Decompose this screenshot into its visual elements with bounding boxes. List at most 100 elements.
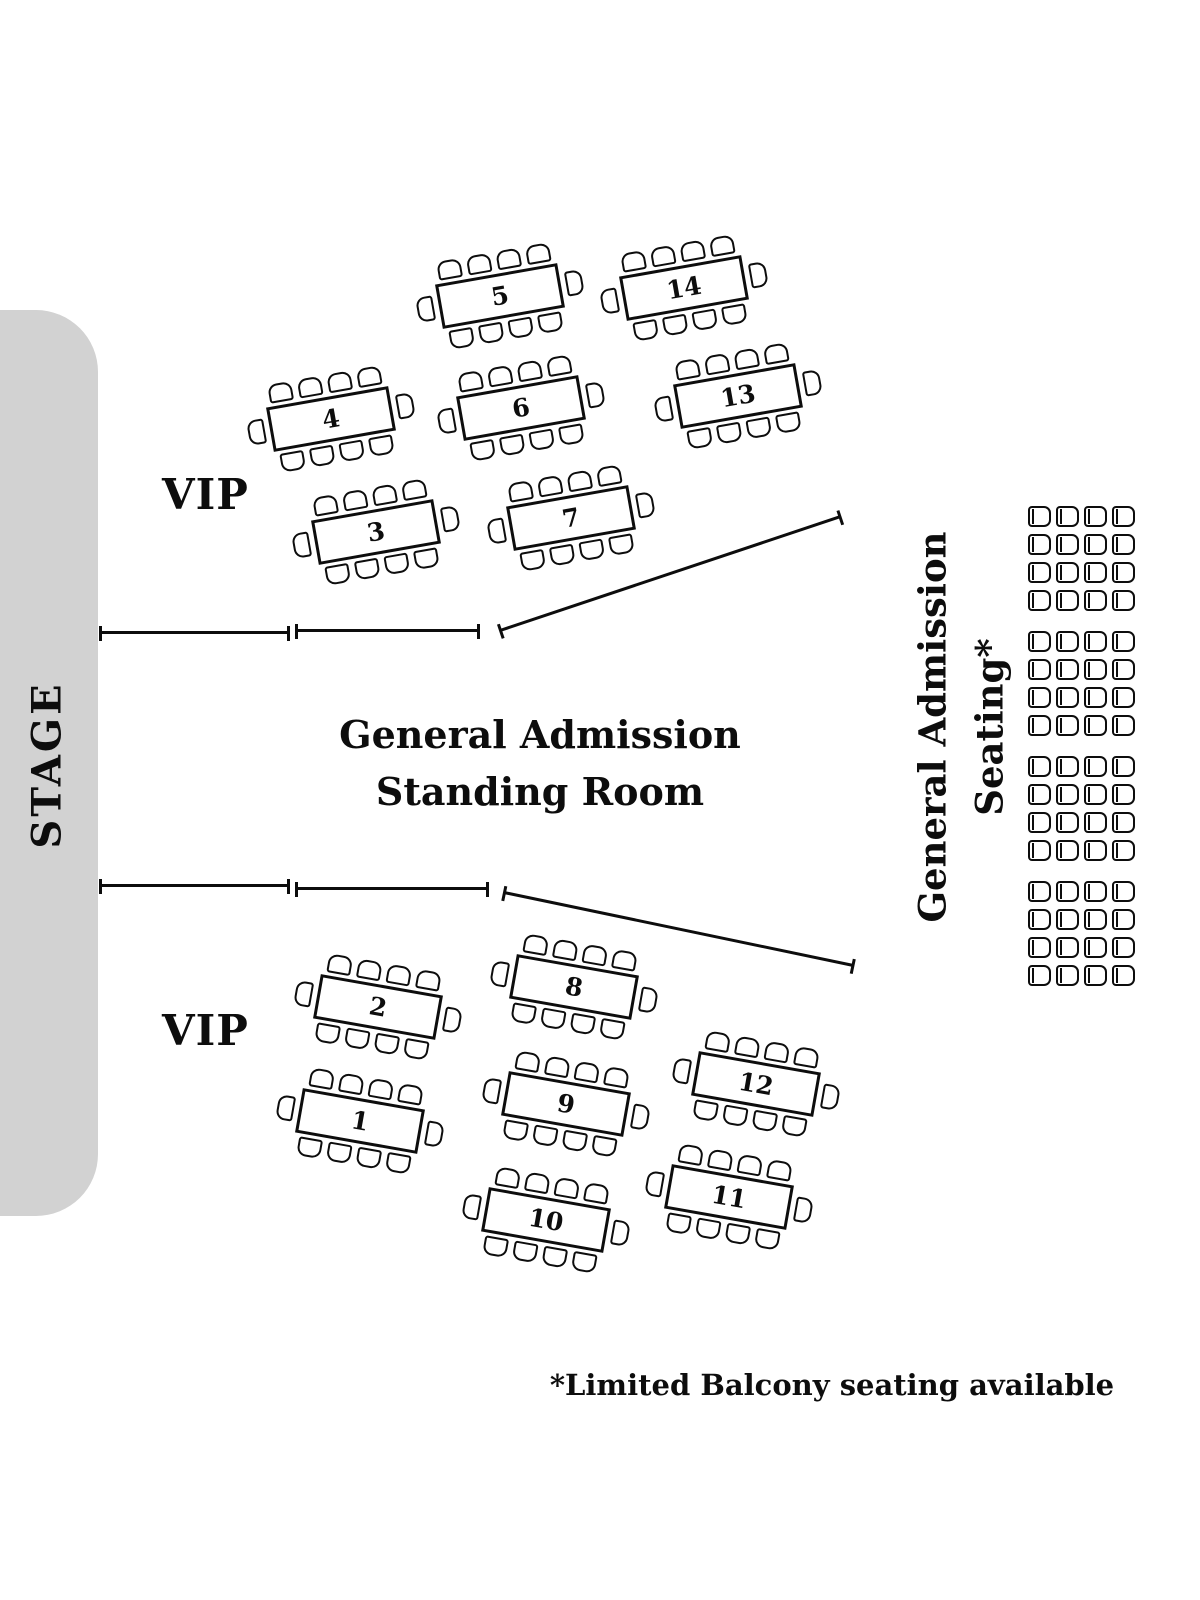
chair-icon <box>674 357 702 381</box>
chair-icon <box>402 1037 430 1061</box>
chair-icon <box>531 1124 559 1148</box>
chair-icon <box>371 483 399 507</box>
chair-icon <box>653 395 675 423</box>
chair-icon <box>477 321 505 345</box>
chair-icon <box>384 1151 412 1175</box>
chair-icon <box>665 1212 693 1236</box>
chair-icon <box>1056 937 1079 958</box>
chair-icon <box>481 1077 503 1105</box>
chair-icon <box>747 261 769 289</box>
chair-icon <box>539 1007 567 1031</box>
chair-icon <box>566 469 594 493</box>
chair-icon <box>733 1035 761 1059</box>
chair-icon <box>482 1235 510 1259</box>
chair-icon <box>1084 909 1107 930</box>
chair-icon <box>441 1006 463 1034</box>
chair-icon <box>296 1136 324 1160</box>
chair-icon <box>637 986 659 1014</box>
chair-icon <box>1028 840 1051 861</box>
chair-icon <box>563 269 585 297</box>
chair-icon <box>724 1222 752 1246</box>
table-1: 1 <box>270 1063 451 1180</box>
chair-icon <box>763 1040 791 1064</box>
chair-icon <box>548 543 576 567</box>
ga-seat-row <box>1028 812 1135 833</box>
chair-icon <box>519 548 547 572</box>
ga-seat-row <box>1028 965 1135 986</box>
chair-icon <box>708 234 736 258</box>
table-13: 13 <box>648 338 829 455</box>
chair-icon <box>671 1057 693 1085</box>
vip-bottom-label: VIP <box>162 1006 249 1055</box>
chair-icon <box>326 953 354 977</box>
chair-icon <box>324 562 352 586</box>
chair-icon <box>396 1082 424 1106</box>
chair-icon <box>1112 812 1135 833</box>
ga-seat-row <box>1028 840 1135 861</box>
chair-icon <box>1112 840 1135 861</box>
chair-icon <box>507 479 535 503</box>
table-number: 7 <box>559 502 583 534</box>
table-14: 14 <box>594 230 775 347</box>
chair-icon <box>677 1143 705 1167</box>
chair-icon <box>1028 590 1051 611</box>
table-number: 10 <box>526 1202 566 1238</box>
ga-seat-row <box>1028 659 1135 680</box>
chair-icon <box>1112 784 1135 805</box>
chair-icon <box>1112 562 1135 583</box>
chair-icon <box>694 1217 722 1241</box>
chair-icon <box>792 1045 820 1069</box>
chair-icon <box>536 474 564 498</box>
chair-icon <box>745 416 773 440</box>
table-4: 4 <box>241 361 422 478</box>
chair-icon <box>541 1245 569 1269</box>
chair-icon <box>1112 881 1135 902</box>
chair-icon <box>312 493 340 517</box>
chair-icon <box>523 1171 551 1195</box>
stage-label: STAGE <box>23 681 71 849</box>
chair-icon <box>629 1103 651 1131</box>
chair-icon <box>522 933 550 957</box>
chair-icon <box>461 1193 483 1221</box>
table-number: 9 <box>554 1088 578 1120</box>
table-10: 10 <box>456 1162 637 1279</box>
ga-seat-group <box>1028 881 1135 986</box>
table-9: 9 <box>476 1046 657 1163</box>
ga-seat-row <box>1028 881 1135 902</box>
chair-icon <box>774 411 802 435</box>
chair-icon <box>1028 534 1051 555</box>
chair-icon <box>1084 687 1107 708</box>
chair-icon <box>599 287 621 315</box>
table-11: 11 <box>639 1139 820 1256</box>
chair-icon <box>570 1250 598 1274</box>
chair-icon <box>1056 881 1079 902</box>
chair-icon <box>1056 534 1079 555</box>
chair-icon <box>507 316 535 340</box>
ga-seat-group <box>1028 756 1135 861</box>
chair-icon <box>415 295 437 323</box>
chair-icon <box>337 1072 365 1096</box>
chair-icon <box>494 1166 522 1190</box>
boundary-line <box>295 882 489 897</box>
chair-icon <box>557 423 585 447</box>
chair-icon <box>1056 965 1079 986</box>
chair-icon <box>423 1120 445 1148</box>
chair-icon <box>706 1148 734 1172</box>
chair-icon <box>720 303 748 327</box>
chair-icon <box>1028 784 1051 805</box>
chair-icon <box>692 1099 720 1123</box>
chair-icon <box>1028 881 1051 902</box>
chair-icon <box>314 1022 342 1046</box>
chair-icon <box>511 1240 539 1264</box>
chair-icon <box>1056 909 1079 930</box>
chair-icon <box>394 392 416 420</box>
ga-seating-grid <box>1028 506 1135 986</box>
table-5: 5 <box>410 238 591 355</box>
ga-seating-line1: General Admission <box>910 531 955 923</box>
chair-icon <box>355 365 383 389</box>
chair-icon <box>1028 909 1051 930</box>
chair-icon <box>753 1227 781 1251</box>
chair-icon <box>1028 659 1051 680</box>
table-8: 8 <box>484 929 665 1046</box>
chair-icon <box>355 958 383 982</box>
